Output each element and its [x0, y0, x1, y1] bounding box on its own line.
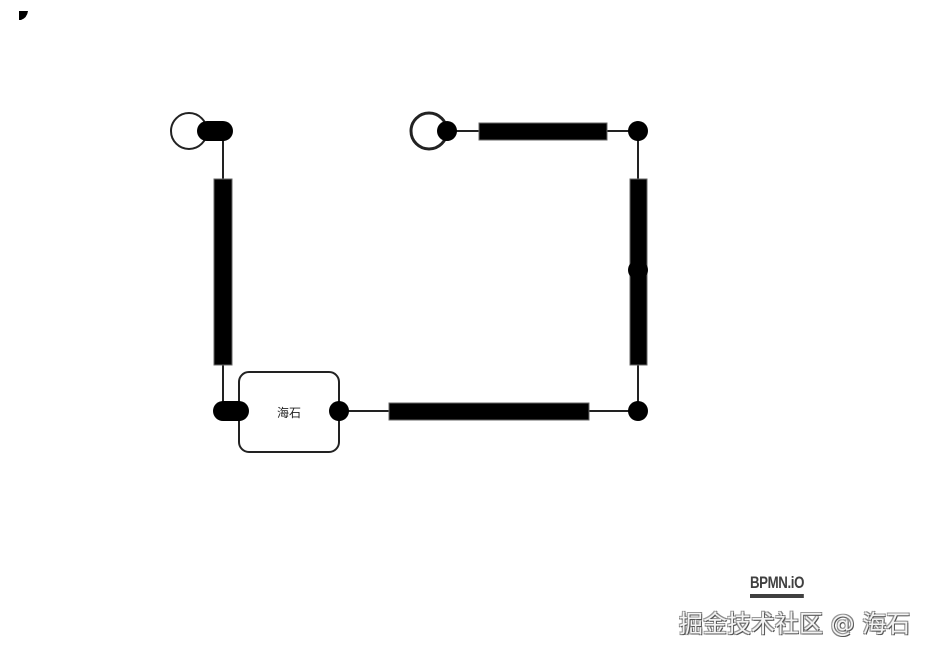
corner-marker-icon [19, 11, 28, 20]
watermark-text: 掘金技术社区 @ 海石 [679, 610, 911, 638]
sequence-flow-start1-to-task[interactable] [213, 131, 233, 411]
bpmn-io-logo[interactable]: BPMN.iO [750, 574, 804, 598]
task-label: 海石 [276, 405, 301, 420]
sequence-flow-bottom-to-task[interactable] [339, 402, 638, 421]
handle-dot[interactable] [628, 260, 648, 280]
sequence-flow-start2-to-corner[interactable] [447, 122, 638, 141]
handle-dot[interactable] [628, 401, 648, 421]
handle-dot[interactable] [329, 401, 349, 421]
connection-handles [197, 121, 648, 421]
handle-dot[interactable] [437, 121, 457, 141]
handle-dot[interactable] [628, 121, 648, 141]
